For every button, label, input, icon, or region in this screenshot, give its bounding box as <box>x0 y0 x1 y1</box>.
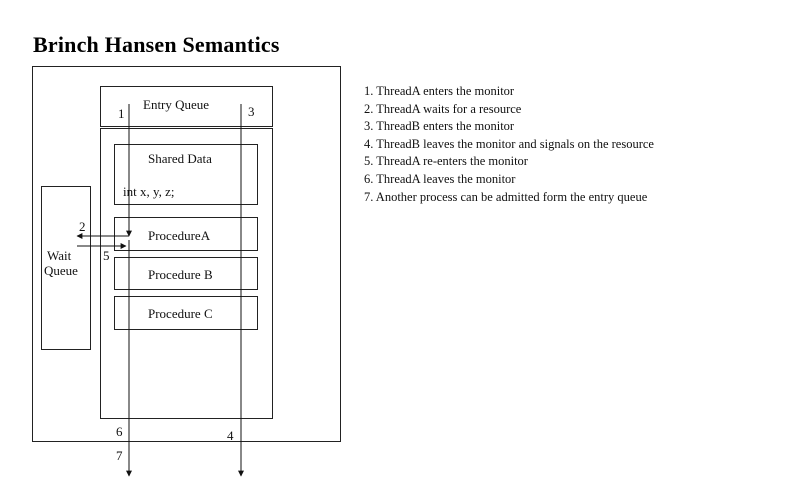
procedure-a-box <box>114 217 258 251</box>
monitor-inner-box <box>100 128 273 419</box>
page-title: Brinch Hansen Semantics <box>33 32 280 57</box>
entry-queue-label: Entry Queue <box>143 97 210 112</box>
arrow-number-3: 3 <box>248 104 255 119</box>
wait-queue-label-line1: Wait <box>47 248 72 263</box>
arrow-number-1: 1 <box>118 106 125 121</box>
step-item: 4. ThreadB leaves the monitor and signal… <box>364 136 654 151</box>
procedure-c-label: Procedure C <box>148 306 213 321</box>
step-item: 5. ThreadA re-enters the monitor <box>364 154 528 169</box>
step-item: 1. ThreadA enters the monitor <box>364 84 515 98</box>
procedure-b-box <box>114 257 258 290</box>
arrow-number-4: 4 <box>227 428 234 443</box>
steps-list: 1. ThreadA enters the monitor 2. ThreadA… <box>364 83 654 206</box>
step-item: 7. Another process can be admitted form … <box>364 189 648 204</box>
procedure-b-label: Procedure B <box>148 267 213 282</box>
step-item: 2. ThreadA waits for a resource <box>364 101 522 116</box>
arrow-number-6: 6 <box>116 424 123 439</box>
shared-data-vars: int x, y, z; <box>123 184 175 199</box>
procedure-c-box <box>114 296 258 330</box>
monitor-outer-box <box>32 66 341 442</box>
arrow-number-7: 7 <box>116 448 123 463</box>
shared-data-box <box>114 144 258 205</box>
wait-queue-box <box>41 186 91 350</box>
step-item: 6. ThreadA leaves the monitor <box>364 171 516 186</box>
entry-queue-box <box>100 86 273 127</box>
wait-queue-label-line2: Queue <box>44 263 78 278</box>
step-item: 3. ThreadB enters the monitor <box>364 119 515 134</box>
procedure-a-label: ProcedureA <box>148 228 211 243</box>
shared-data-title: Shared Data <box>148 151 212 166</box>
arrow-number-2: 2 <box>79 219 86 234</box>
arrow-number-5: 5 <box>103 248 110 263</box>
